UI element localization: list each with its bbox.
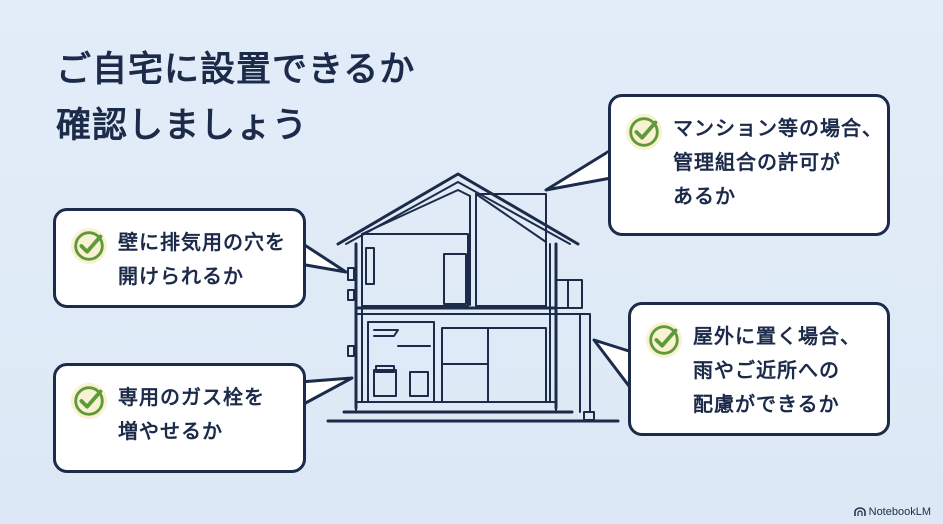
- brand-name: NotebookLM: [868, 506, 931, 518]
- callout-line: 屋外に置く場合、: [693, 324, 861, 348]
- callout-outdoor-placement: 屋外に置く場合、 雨やご近所への 配慮ができるか: [628, 302, 890, 436]
- title-line-1: ご自宅に設置できるか: [56, 50, 416, 90]
- page-title: ご自宅に設置できるか 確認しましょう: [56, 42, 415, 154]
- check-circle-icon: [70, 382, 108, 420]
- callout-text: マンション等の場合、 管理組合の許可が あるか: [673, 111, 883, 213]
- check-circle-icon: [645, 321, 683, 359]
- house-cutaway-illustration: [326, 172, 620, 423]
- callout-line: 管理組合の許可が: [673, 150, 841, 174]
- callout-line: 専用のガス栓を: [118, 385, 265, 409]
- callout-line: 開けられるか: [118, 264, 244, 288]
- callout-tail-wall-hole: [298, 240, 348, 274]
- callout-wall-hole: 壁に排気用の穴を 開けられるか: [53, 208, 306, 308]
- callout-line: あるか: [673, 184, 736, 208]
- callout-text: 屋外に置く場合、 雨やご近所への 配慮ができるか: [693, 319, 861, 421]
- callout-text: 専用のガス栓を 増やせるか: [118, 380, 265, 448]
- callout-management-permission: マンション等の場合、 管理組合の許可が あるか: [608, 94, 890, 236]
- callout-tail-gas-valve: [298, 376, 354, 408]
- callout-line: マンション等の場合、: [673, 116, 883, 140]
- callout-line: 配慮ができるか: [693, 392, 840, 416]
- callout-tail-management-permission: [544, 148, 613, 192]
- brand-watermark: NotebookLM: [853, 506, 931, 518]
- check-circle-icon: [625, 113, 663, 151]
- callout-gas-valve: 専用のガス栓を 増やせるか: [53, 363, 306, 473]
- callout-line: 増やせるか: [118, 419, 223, 443]
- notebooklm-logo-icon: [853, 507, 866, 516]
- callout-text: 壁に排気用の穴を 開けられるか: [118, 225, 286, 293]
- roof-outer: [336, 172, 580, 246]
- callout-line: 雨やご近所への: [693, 358, 840, 382]
- title-line-2: 確認しましょう: [56, 106, 309, 146]
- check-circle-icon: [70, 227, 108, 265]
- callout-line: 壁に排気用の穴を: [118, 230, 286, 254]
